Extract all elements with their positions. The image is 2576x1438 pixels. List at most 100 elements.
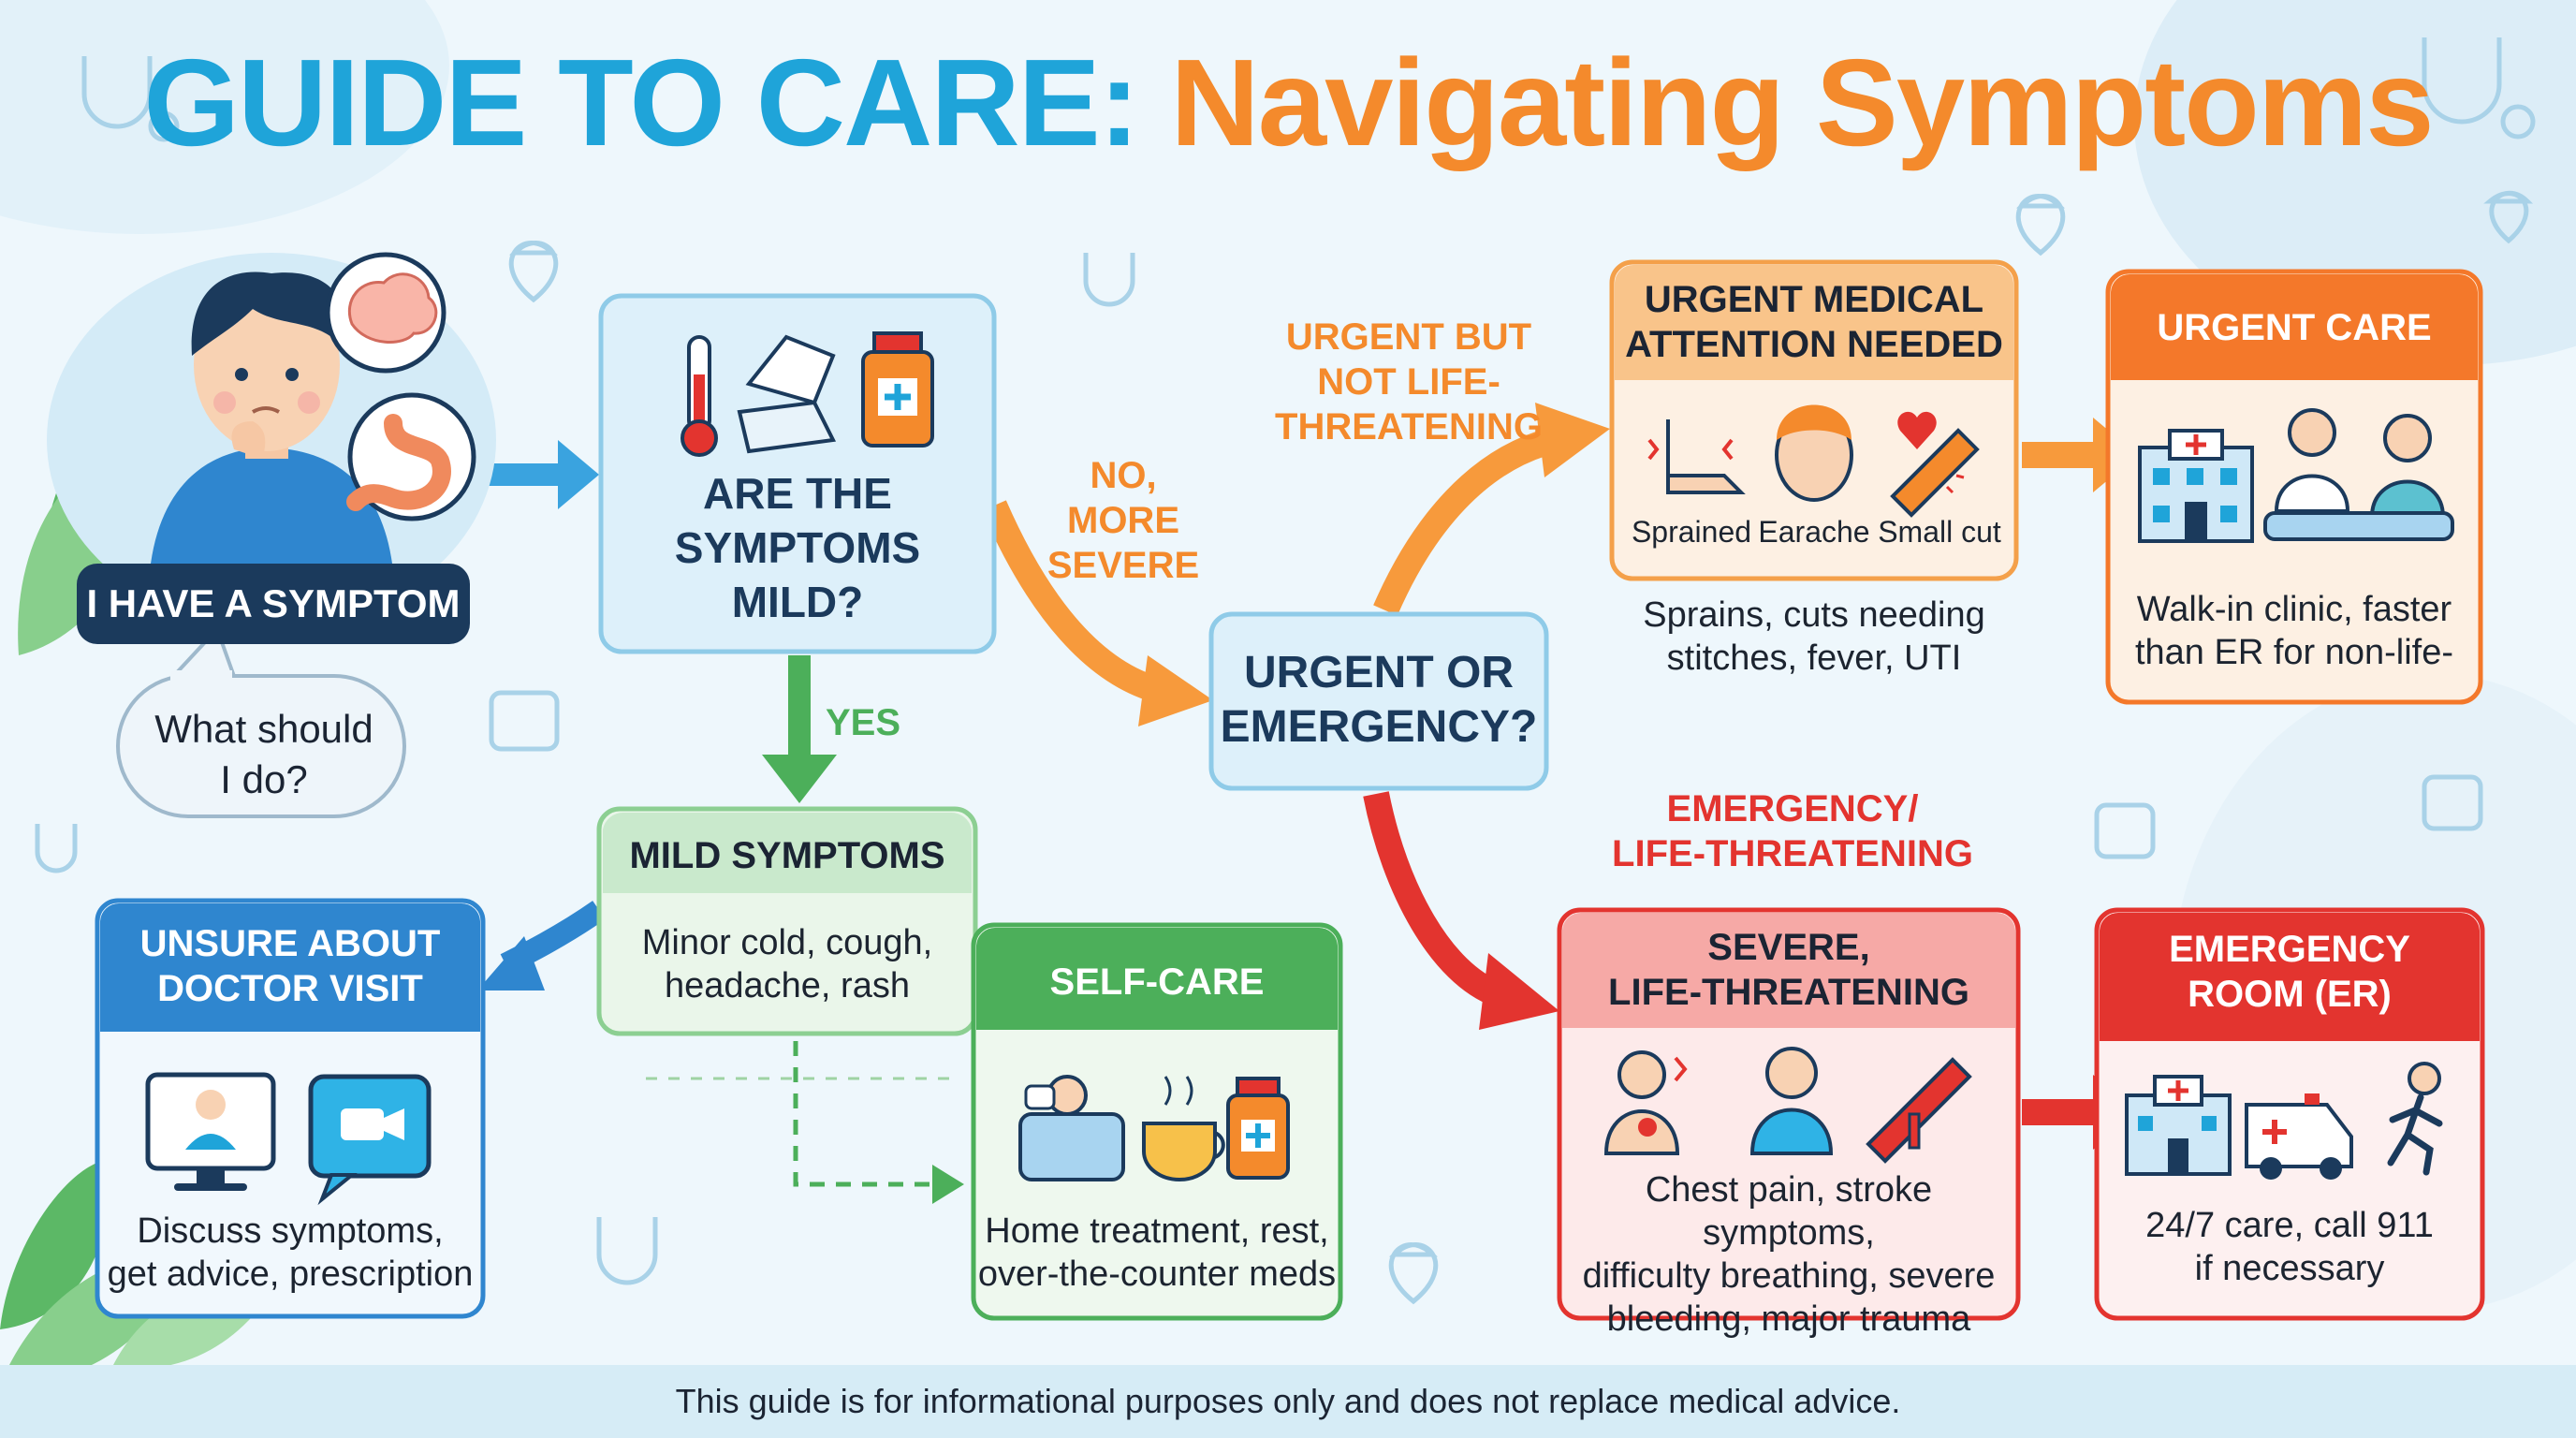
severe-header-line-2: LIFE-THREATENING: [1608, 972, 1969, 1013]
urgent-edge-line-2: NOT LIFE-: [1317, 361, 1500, 403]
clinic-building-icon: [2138, 429, 2254, 543]
disclaimer-footer: This guide is for informational purposes…: [0, 1365, 2576, 1438]
urgent-care-header: URGENT CARE: [2157, 307, 2432, 348]
arrow-to-unsure: [477, 901, 606, 990]
no-line-3: SEVERE: [1046, 545, 1200, 586]
arrow-no-more-severe: [982, 500, 1213, 726]
severe-body-line-2: difficulty breathing, severe: [1582, 1256, 1996, 1296]
q1-line-1: ARE THE: [703, 469, 892, 518]
running-medic-icon: [2387, 1062, 2443, 1176]
unsure-header-line-1: UNSURE ABOUT: [139, 923, 441, 964]
er-body-line-1: 24/7 care, call 911: [2145, 1206, 2434, 1245]
unsure-body: Discuss symptoms, get advice, prescripti…: [97, 1210, 483, 1296]
title-part-1: GUIDE TO CARE:: [143, 34, 1139, 171]
selfcare-header: SELF-CARE: [1049, 961, 1265, 1003]
emergency-edge-line-2: LIFE-THREATENING: [1612, 833, 1973, 874]
er-body-line-2: if necessary: [2194, 1249, 2385, 1288]
bed-rest-icon: [1018, 1075, 1125, 1181]
urgent-care-body: Walk-in clinic, faster than ER for non-l…: [2108, 588, 2481, 674]
severe-body: Chest pain, stroke symptoms, difficulty …: [1559, 1168, 2018, 1341]
tea-cup-icon: [1142, 1076, 1225, 1181]
unsure-body-line-2: get advice, prescription: [107, 1255, 474, 1294]
unsure-body-line-1: Discuss symptoms,: [137, 1211, 444, 1251]
selfcare-body-line-2: over-the-counter meds: [977, 1255, 1337, 1294]
arrow-to-selfcare-dashed: [646, 1041, 964, 1204]
edge-label-urgent: URGENT BUT NOT LIFE- THREATENING: [1254, 315, 1563, 449]
urgent-needed-body: Sprains, cuts needing stitches, fever, U…: [1597, 594, 2031, 680]
hospital-icon: [2125, 1075, 2232, 1176]
breathing-difficulty-icon: [1749, 1047, 1834, 1155]
severe-header-line-1: SEVERE,: [1707, 927, 1870, 968]
icon-label-small-cut: Small cut: [1878, 515, 2001, 549]
arrow-urgent: [1373, 403, 1610, 616]
q1-line-3: MILD?: [731, 578, 864, 626]
mild-header: MILD SYMPTOMS: [629, 835, 945, 876]
title-part-2: Navigating Symptoms: [1170, 34, 2434, 171]
question-urgent-box: [1208, 611, 1549, 791]
urgent-needed-body-line-1: Sprains, cuts needing: [1643, 595, 1985, 635]
unsure-header: UNSURE ABOUT DOCTOR VISIT: [97, 921, 483, 1011]
severe-body-line-1: Chest pain, stroke symptoms,: [1645, 1170, 1933, 1253]
video-call-icon: [308, 1074, 432, 1206]
urgent-edge-line-1: URGENT BUT: [1285, 316, 1532, 358]
unsure-box: [95, 898, 486, 1319]
urgent-care-body-line-2: than ER for non-life-: [2134, 633, 2454, 672]
selfcare-body-line-1: Home treatment, rest,: [985, 1211, 1329, 1251]
er-header-line-1: EMERGENCY: [2169, 929, 2410, 970]
no-line-1: NO,: [1090, 455, 1157, 496]
no-line-2: MORE: [1067, 500, 1179, 541]
icon-label-sprained: Sprained: [1631, 515, 1752, 549]
mild-body: Minor cold, cough, headache, rash: [599, 921, 975, 1007]
q2-line-2: EMERGENCY?: [1220, 702, 1538, 752]
urgent-needed-header-line-1: URGENT MEDICAL: [1644, 279, 1984, 320]
q2-line-1: URGENT OR: [1244, 648, 1514, 697]
unsure-header-line-2: DOCTOR VISIT: [157, 968, 423, 1009]
urgent-needed-body-line-2: stitches, fever, UTI: [1666, 638, 1962, 678]
sprained-ankle-icon: [1647, 419, 1746, 494]
urgent-needed-header-line-2: ATTENTION NEEDED: [1625, 324, 2003, 365]
selfcare-body: Home treatment, rest, over-the-counter m…: [973, 1210, 1340, 1296]
brain-thought-bubble: [325, 252, 446, 374]
mild-symptoms-box: [596, 806, 978, 1036]
stomach-thought-bubble: [346, 392, 476, 521]
medicine-bottle-icon: [861, 331, 934, 448]
er-body: 24/7 care, call 911 if necessary: [2097, 1204, 2482, 1290]
speech-line-1: What should: [154, 707, 373, 751]
page-title: GUIDE TO CARE: Navigating Symptoms: [0, 28, 2576, 178]
er-header: EMERGENCY ROOM (ER): [2097, 927, 2482, 1017]
question-urgent-text: URGENT OR EMERGENCY?: [1211, 646, 1546, 755]
urgent-edge-line-3: THREATENING: [1275, 406, 1543, 448]
medicine-bottle-icon: [1226, 1077, 1290, 1180]
chest-pain-icon: [1603, 1050, 1688, 1155]
start-label: I HAVE A SYMPTOM: [77, 564, 470, 644]
speech-bubble: [116, 625, 406, 818]
urgent-care-body-line-1: Walk-in clinic, faster: [2136, 590, 2452, 629]
telehealth-monitor-icon: [145, 1072, 276, 1191]
urgent-needed-header: URGENT MEDICAL ATTENTION NEEDED: [1612, 277, 2016, 367]
ambulance-icon: [2245, 1093, 2353, 1180]
severe-body-line-3: bleeding, major trauma: [1606, 1299, 1971, 1339]
arrow-emergency: [1363, 791, 1559, 1030]
patient-icon: [2263, 414, 2454, 541]
mild-body-line-1: Minor cold, cough,: [641, 923, 933, 962]
edge-label-emergency: EMERGENCY/ LIFE-THREATENING: [1582, 786, 2003, 876]
tissues-icon: [737, 334, 837, 454]
thermometer-icon: [681, 335, 718, 457]
severe-header: SEVERE, LIFE-THREATENING: [1559, 925, 2018, 1015]
faint-decorations: [35, 37, 2536, 1305]
small-cut-icon: [1890, 411, 1980, 518]
bleeding-arm-icon: [1866, 1057, 1972, 1164]
speech-bubble-text: What should I do?: [124, 704, 404, 805]
edge-label-no-more-severe: NO, MORE SEVERE: [1020, 453, 1226, 588]
earache-icon: [1775, 404, 1853, 502]
q1-line-2: SYMPTOMS: [674, 523, 921, 572]
arrow-yes: [762, 655, 837, 803]
doctor-icon: [2274, 408, 2350, 513]
edge-label-yes: YES: [826, 702, 901, 743]
question-mild-text: ARE THE SYMPTOMS MILD?: [601, 466, 994, 629]
emergency-edge-line-1: EMERGENCY/: [1666, 788, 1919, 829]
speech-line-2: I do?: [220, 757, 308, 801]
mild-body-line-2: headache, rash: [665, 966, 910, 1005]
icon-label-earache: Earache: [1758, 515, 1870, 549]
er-header-line-2: ROOM (ER): [2188, 974, 2392, 1015]
